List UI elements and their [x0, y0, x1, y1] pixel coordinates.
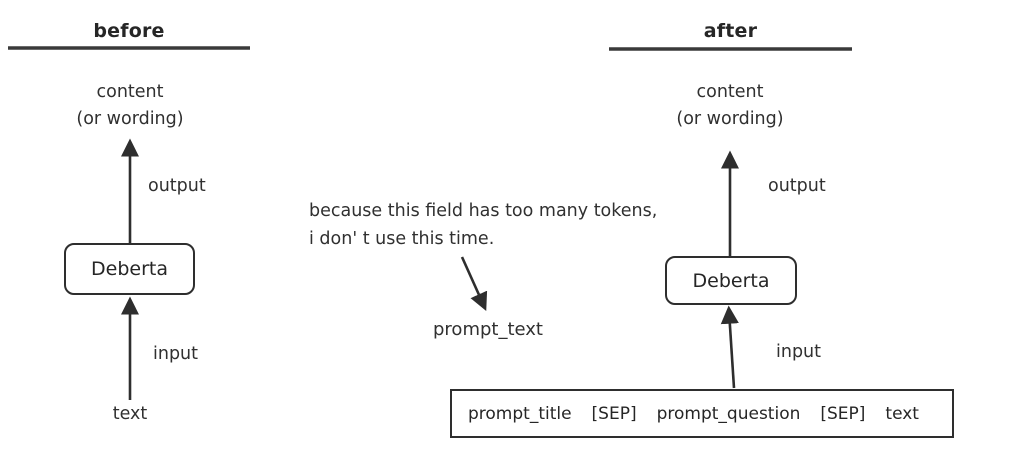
token-sep-1: [SEP]: [591, 403, 637, 424]
after-output-target: content (or wording): [630, 79, 830, 133]
annotation-note: because this field has too many tokens, …: [309, 197, 657, 253]
after-output-target-line2: (or wording): [676, 109, 784, 129]
after-section-title: after: [703, 20, 758, 42]
after-model-box: Deberta: [665, 256, 797, 305]
annotation-note-line2: i don' t use this time.: [309, 229, 495, 249]
before-output-target: content (or wording): [30, 79, 230, 133]
after-input-token-box: prompt_title [SEP] prompt_question [SEP]…: [450, 389, 954, 438]
annotation-target-label: prompt_text: [433, 319, 543, 340]
before-output-target-line1: content: [96, 82, 164, 102]
token-text: text: [885, 403, 919, 424]
before-output-target-line2: (or wording): [76, 109, 184, 129]
before-model-box: Deberta: [64, 243, 195, 295]
before-section-title: before: [93, 20, 165, 42]
before-output-label: output: [148, 176, 206, 196]
token-prompt-title: prompt_title: [468, 403, 572, 424]
after-input-label: input: [776, 342, 822, 362]
before-input-label: input: [153, 344, 199, 364]
after-model-label: Deberta: [692, 269, 770, 292]
after-input-arrow: [720, 305, 739, 389]
before-model-label: Deberta: [91, 258, 168, 280]
token-sep-2: [SEP]: [820, 403, 866, 424]
before-input-source: text: [112, 404, 148, 424]
after-output-label: output: [768, 176, 826, 196]
token-prompt-question: prompt_question: [656, 403, 801, 424]
after-output-target-line1: content: [696, 82, 764, 102]
annotation-note-line1: because this field has too many tokens,: [309, 201, 658, 221]
annotation-arrow: [460, 256, 488, 311]
